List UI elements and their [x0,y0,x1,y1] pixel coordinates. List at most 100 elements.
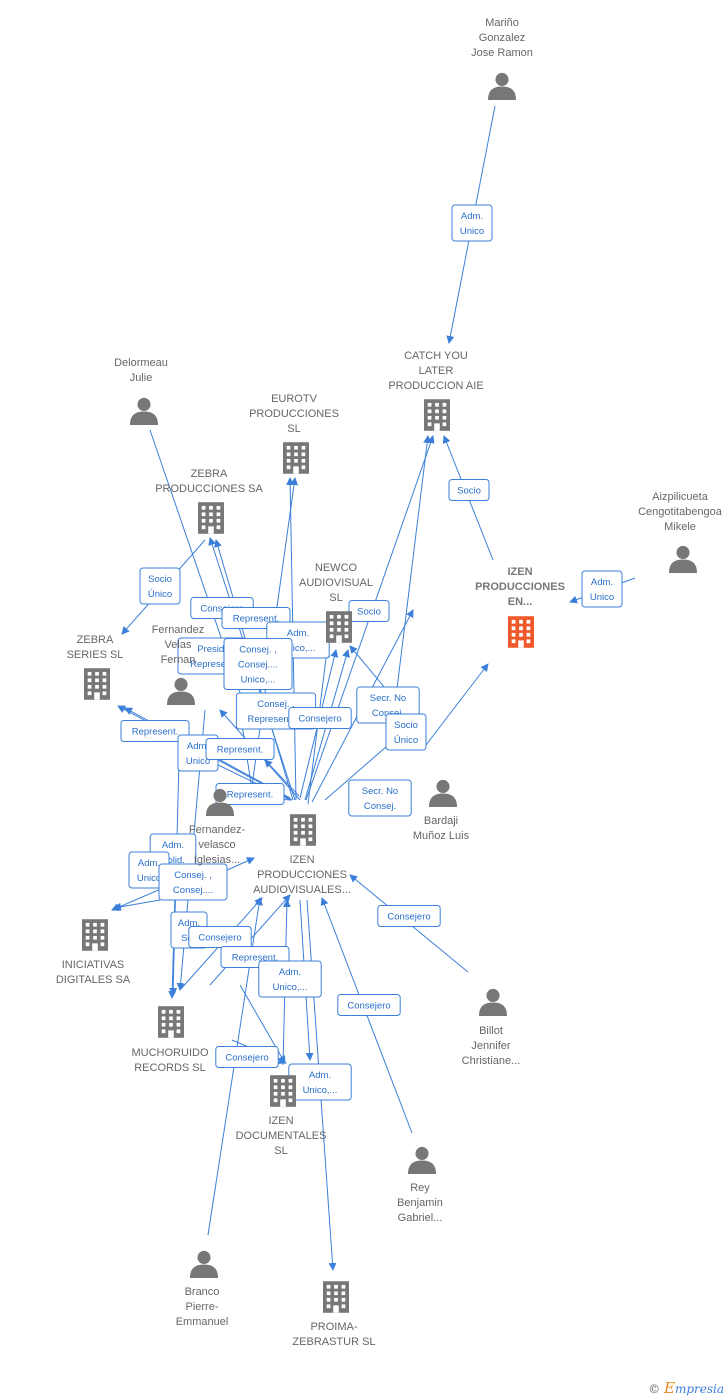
copyright-symbol: © [648,1382,661,1396]
edge-label-l27[interactable]: Adm.Unico,... [258,960,322,998]
edge-label-box [215,1046,279,1068]
node-label: Benjamin [397,1197,443,1209]
node-label: Christiane... [462,1055,521,1067]
node-label: AUDIOVISUAL [299,577,373,589]
node-label: RECORDS SL [134,1062,206,1074]
node-rey[interactable]: ReyBenjaminGabriel... [397,1146,443,1224]
edge-label-box [120,720,190,742]
relationship-edge [425,663,489,746]
edge-label-text: Consejero [225,1053,268,1064]
node-label: Emmanuel [176,1316,229,1328]
edge-label-l3[interactable]: Adm.Unico [581,570,623,608]
edge-label-l2[interactable]: Socio [448,479,490,501]
node-label: Gabriel... [398,1212,443,1224]
node-label: Gonzalez [479,32,525,44]
edge-label-text: Unico [137,873,161,884]
relationship-edge [113,899,161,911]
edge-label-l22[interactable]: Consej. ,Consej.... [158,863,228,901]
edge-label-text: Consej.... [173,885,213,896]
node-izen_audio[interactable]: IZENPRODUCCIONESAUDIOVISUALES... [253,814,351,896]
edge-label-text: Secr. No [370,693,406,704]
person-icon [167,677,195,705]
edge-labels: Adm.UnicoSocioAdm.UnicoSocioÚnicoConseje… [120,204,623,1101]
edge-label-box [348,600,390,622]
node-label: Muñoz Luis [413,830,470,842]
edge-label-text: Consejero [198,933,241,944]
edge-label-text: Represent. [132,727,178,738]
edge-label-l8[interactable]: Socio [348,600,390,622]
node-label: INICIATIVAS [62,959,125,971]
building-icon [198,502,224,534]
edge-label-text: Adm. [309,1070,331,1081]
node-label: PRODUCCIONES SA [155,483,263,495]
node-label: IZEN [268,1115,293,1127]
person-icon [479,988,507,1016]
node-label: MUCHORUIDO [132,1047,209,1059]
node-label: ZEBRASTUR SL [292,1336,375,1348]
edge-label-l12[interactable]: Consejero [288,707,352,729]
node-label: LATER [419,365,454,377]
edge-label-text: Unico [186,756,210,767]
edge-label-box [139,567,181,605]
edge-label-text: Consejero [347,1001,390,1012]
edge-label-l29[interactable]: Consejero [215,1046,279,1068]
edge-label-text: Represent. [232,953,278,964]
edge-label-text: Adm. [279,967,301,978]
building-icon [82,919,108,951]
edge-label-l1[interactable]: Adm.Unico [451,204,493,242]
node-label: Fernan [161,654,196,666]
node-label: Aizpilicueta [652,491,709,503]
edge-label-box [581,570,623,608]
edge-label-box [348,779,412,817]
node-fvelasco2[interactable]: Fernandez-velascoIglesias... [189,788,246,866]
edge-label-text: Unico,... [241,675,276,686]
node-label: Fernandez [152,624,205,636]
edge-label-l10[interactable]: Consej. ,Consej....Unico,... [223,638,293,690]
edge-label-text: Solid. [161,855,185,866]
edge-label-text: Adm. [287,628,309,639]
building-icon [270,1075,296,1107]
edge-label-text: Adm. [591,577,613,588]
edge-label-l25[interactable]: Consejero [188,926,252,948]
edge-label-text: Represe... [190,659,234,670]
node-proima[interactable]: PROIMA-ZEBRASTUR SL [292,1281,376,1348]
node-label: AUDIOVISUALES... [253,884,351,896]
edge-label-box [223,638,293,690]
edge-label-l15[interactable]: Represent. [120,720,190,742]
edge-label-l30[interactable]: Adm.Unico,... [288,1063,352,1101]
node-izen_en[interactable]: IZENPRODUCCIONESEN... [475,566,565,648]
edge-label-text: Socio [357,607,381,618]
node-billot[interactable]: BillotJenniferChristiane... [462,988,521,1067]
node-label: Mikele [664,521,696,533]
edge-label-l23[interactable]: Consejero [377,905,441,927]
node-label: SERIES SL [67,649,124,661]
node-label: PRODUCCION AIE [388,380,483,392]
edge-label-l28[interactable]: Consejero [337,994,401,1016]
logo-text: mpresia [674,1382,724,1396]
node-muchoruido[interactable]: MUCHORUIDO RECORDS SL [132,1006,209,1074]
edge-label-text: Consej.... [238,660,278,671]
node-label: DOCUMENTALES [236,1130,327,1142]
building-icon [158,1006,184,1038]
node-label: Cengotitabengoa [638,506,723,518]
relationship-edge [394,435,432,706]
building-icon [326,611,352,643]
edge-label-l17[interactable]: Represent. [205,738,275,760]
